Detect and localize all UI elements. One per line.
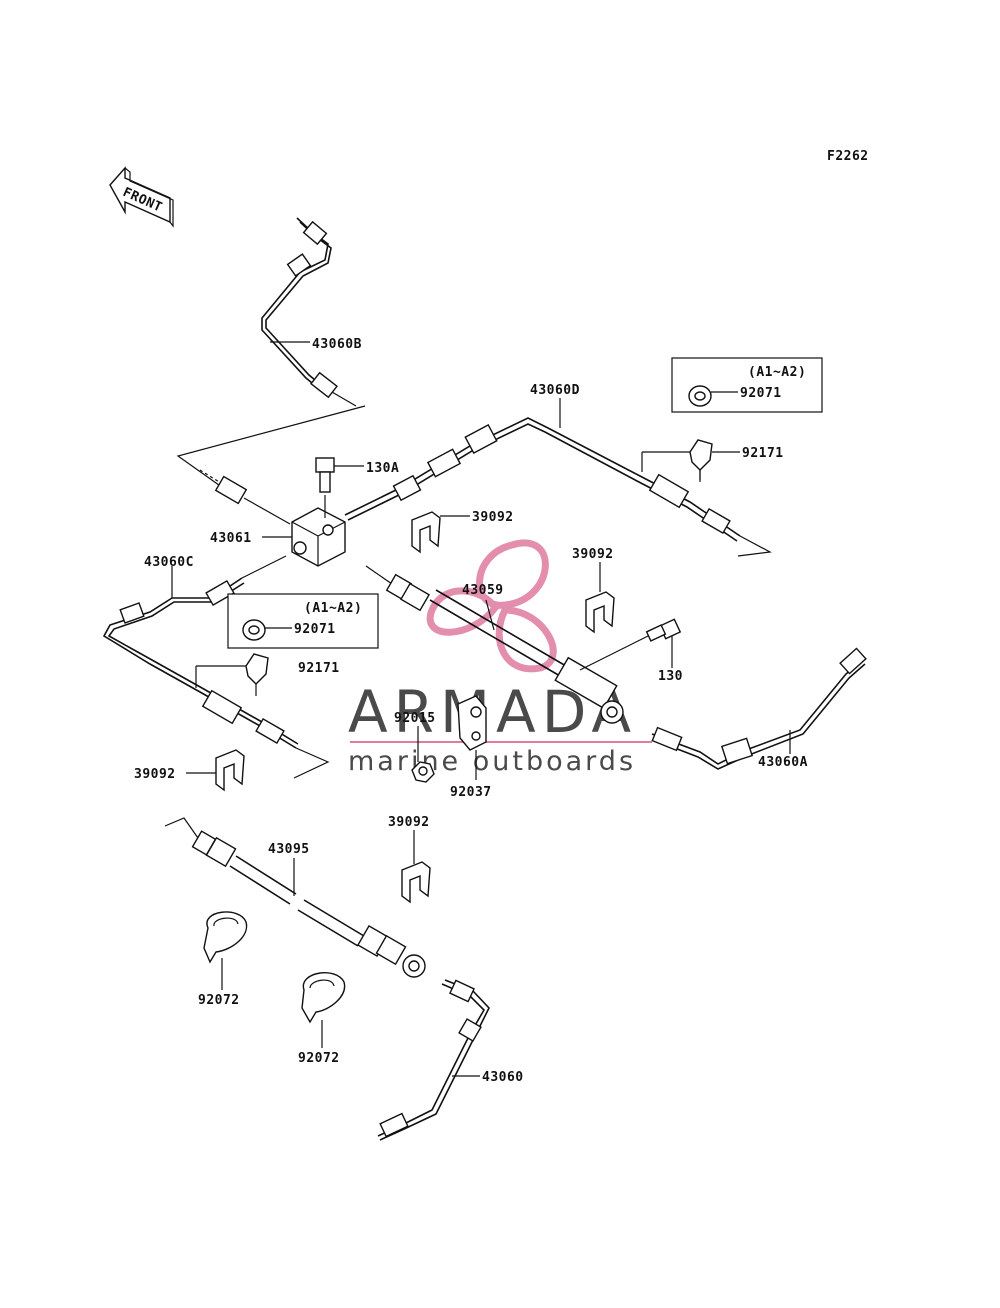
clip-39092-right [585,591,615,634]
label-43060: 43060 [482,1070,524,1085]
label-39092-left: 39092 [134,767,176,782]
label-43061: 43061 [210,531,252,546]
watermark-subtitle: marine outboards [348,746,636,777]
cable-43060B [261,217,357,407]
label-43060D: 43060D [530,383,580,398]
clip-39092-top [411,511,441,554]
hose-43095 [164,817,426,978]
callout-box-92071-top: (A1~A2) 92071 [671,357,823,413]
label-92071-top: 92071 [740,386,782,401]
clip-92171-left [245,653,269,685]
label-92071-left: 92071 [294,622,336,637]
clamp-92072-a [203,911,248,964]
variant-note-top: (A1~A2) [748,365,806,380]
cable-43060C [102,577,330,779]
bolt-130 [579,618,682,671]
figure-code: F2262 [827,149,869,164]
cable-43060D [344,417,772,557]
label-92171-top: 92171 [742,446,784,461]
guide-43060C-link [241,555,287,579]
leader-43059 [485,599,495,631]
guide-line [176,405,366,501]
clamp-92072-b [301,972,346,1024]
bracket-92037 [457,695,487,751]
label-92015: 92015 [394,711,436,726]
watermark-logo [426,539,557,673]
clip-92171-top [689,439,713,482]
variant-note-left: (A1~A2) [304,601,362,616]
junction-block-43061 [291,507,346,567]
label-39092-right: 39092 [572,547,614,562]
label-92072-a: 92072 [198,993,240,1008]
cable-43060 [377,979,490,1141]
label-130A: 130A [366,461,399,476]
label-43060C: 43060C [144,555,194,570]
cable-end-left [214,475,291,525]
label-92072-b: 92072 [298,1051,340,1066]
label-39092-mid: 39092 [388,815,430,830]
callout-box-92071-left: (A1~A2) 92071 [227,593,379,649]
label-92037: 92037 [450,785,492,800]
bolt-130A [315,457,335,518]
clip-39092-mid [401,861,431,904]
nut-92015 [411,761,435,783]
front-arrow-icon: FRONT [109,166,174,228]
label-92171-left: 92171 [298,661,340,676]
label-43060A: 43060A [758,755,808,770]
cable-43060A [651,647,867,770]
label-130: 130 [658,669,683,684]
label-43059: 43059 [462,583,504,598]
label-43095: 43095 [268,842,310,857]
clip-39092-left [215,749,245,792]
cable-43059 [365,565,624,724]
label-39092-top: 39092 [472,510,514,525]
label-43060B: 43060B [312,337,362,352]
